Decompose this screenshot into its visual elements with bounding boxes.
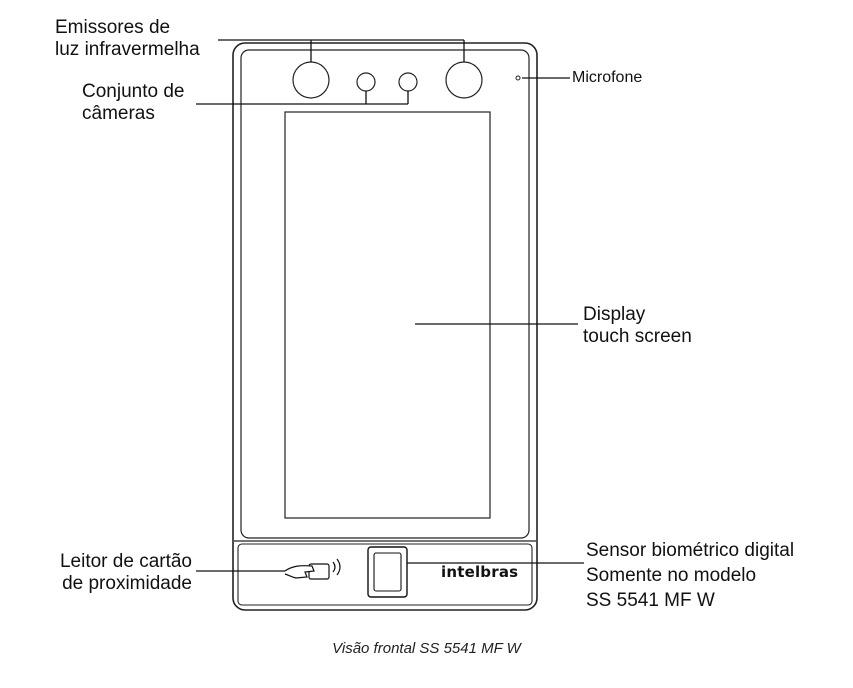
label-emitters: Emissores de luz infravermelha bbox=[55, 17, 200, 61]
label-card-reader-line2: de proximidade bbox=[62, 573, 192, 594]
label-display-line2: touch screen bbox=[583, 326, 692, 347]
display-screen bbox=[284, 111, 491, 519]
label-display: Display touch screen bbox=[583, 304, 692, 348]
leader-cameras bbox=[196, 91, 409, 105]
label-display-line1: Display bbox=[583, 304, 646, 325]
label-emitters-line2: luz infravermelha bbox=[55, 39, 200, 60]
camera-right bbox=[398, 72, 418, 92]
fingerprint-sensor-icon bbox=[367, 546, 408, 598]
label-emitters-line1: Emissores de bbox=[55, 17, 171, 38]
label-cameras: Conjunto de câmeras bbox=[82, 81, 184, 125]
bottom-panel bbox=[237, 543, 533, 606]
label-card-reader: Leitor de cartão de proximidade bbox=[60, 551, 192, 595]
leader-emitters bbox=[218, 39, 465, 62]
brand-logo: intelbras bbox=[441, 563, 519, 581]
figure-caption: Visão frontal SS 5541 MF W bbox=[332, 640, 521, 657]
label-biometric: Sensor biométrico digital Somente no mod… bbox=[586, 538, 794, 613]
ir-emitter-left bbox=[292, 61, 330, 99]
camera-left bbox=[356, 72, 376, 92]
ir-emitter-right bbox=[445, 61, 483, 99]
label-biometric-line3: SS 5541 MF W bbox=[586, 590, 715, 611]
label-cameras-line2: câmeras bbox=[82, 103, 155, 124]
label-cameras-line1: Conjunto de bbox=[82, 81, 185, 102]
label-microphone-text: Microfone bbox=[572, 69, 643, 86]
label-microphone: Microfone bbox=[572, 68, 642, 88]
label-card-reader-line1: Leitor de cartão bbox=[59, 551, 192, 572]
rfid-card-icon bbox=[284, 558, 341, 580]
label-biometric-line2: Somente no modelo bbox=[586, 565, 757, 586]
microphone-hole bbox=[515, 75, 521, 81]
label-biometric-line1: Sensor biométrico digital bbox=[586, 540, 795, 561]
